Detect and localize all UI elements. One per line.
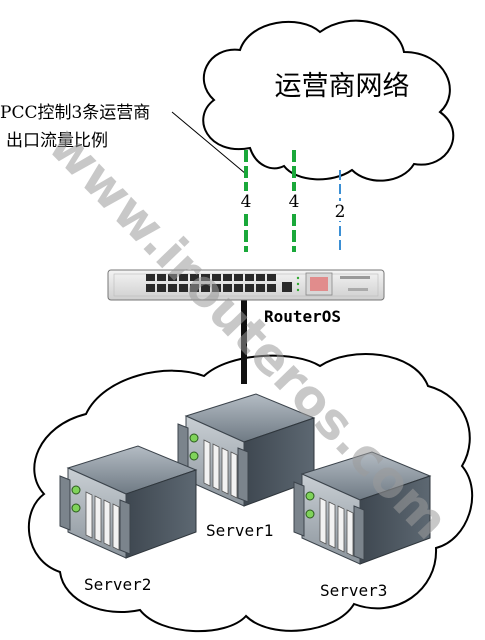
link-weight-3: 2: [335, 202, 346, 222]
server-label-3: Server3: [320, 581, 387, 600]
link-weight-1: 4: [241, 192, 252, 212]
server-label-1: Server1: [206, 521, 273, 540]
isp-cloud: [202, 19, 455, 182]
annotation-line-1: PCC控制3条运营商: [0, 103, 150, 123]
server-label-2: Server2: [84, 575, 151, 594]
isp-cloud-label: 运营商网络: [275, 71, 410, 102]
annotation-line-2: 出口流量比例: [6, 131, 108, 151]
router-device: [107, 269, 385, 301]
router-label: RouterOS: [264, 307, 341, 326]
annotation-pointer: [171, 111, 247, 175]
link-weight-2: 4: [289, 192, 300, 212]
